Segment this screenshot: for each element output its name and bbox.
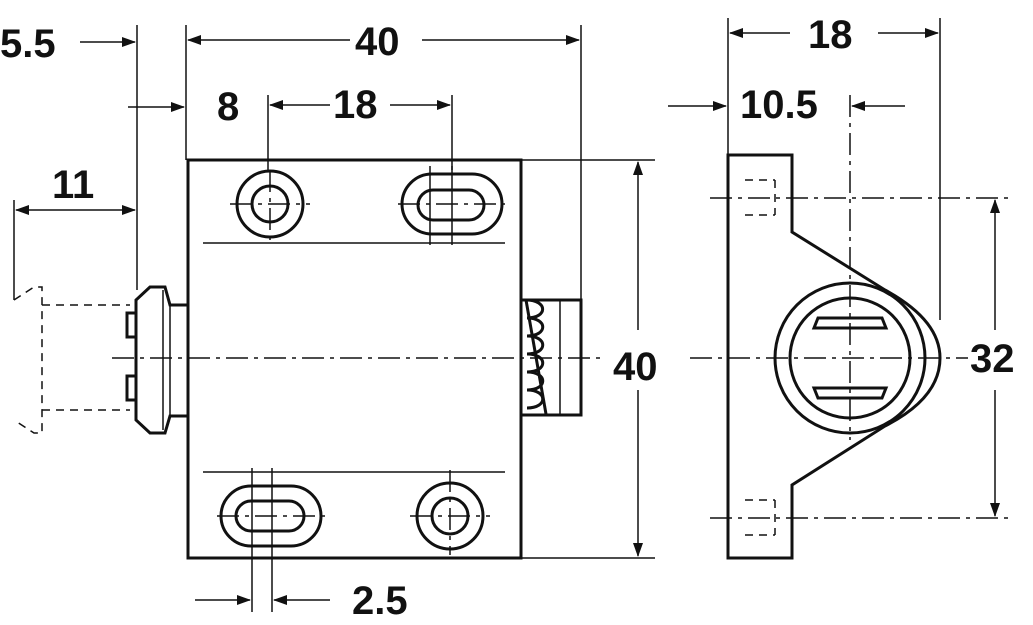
dim-plunger-travel: 11 (52, 163, 94, 207)
dim-body-height: 40 (613, 345, 658, 389)
dim-overall-width: 40 (355, 20, 400, 64)
mounting-hole-bottom-right (410, 470, 490, 555)
dim-hole-offset: 8 (217, 85, 239, 129)
dim-hole-spacing: 18 (333, 83, 378, 127)
plunger-head (125, 285, 188, 435)
dim-slot-width: 2.5 (352, 579, 408, 623)
mounting-slot-bottom-left (217, 468, 325, 548)
dim-left-gap: 5.5 (0, 22, 56, 66)
side-view: 18 10.5 32 (668, 13, 1015, 560)
dim-side-hole-spacing: 32 (970, 337, 1015, 381)
mounting-hole-top-left (230, 169, 310, 245)
front-view: 5.5 40 8 18 11 40 2.5 (0, 20, 658, 623)
dim-side-depth: 18 (808, 13, 853, 57)
mounting-slot-top-right (398, 166, 505, 245)
dim-side-offset: 10.5 (740, 83, 818, 127)
spring-cap (519, 298, 583, 417)
plunger-extended-ghost (13, 286, 130, 434)
